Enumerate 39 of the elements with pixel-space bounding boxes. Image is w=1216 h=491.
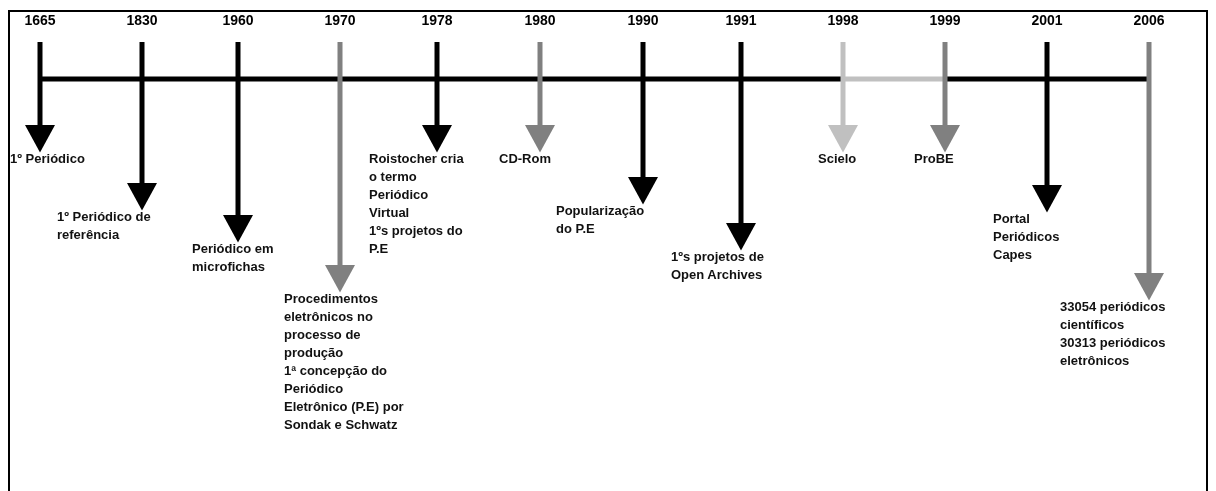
arrow [1134,42,1164,301]
event-text: Roistocher cria o termo Periódico Virtual [369,150,465,222]
event-text: 30313 periódicos eletrônicos [1060,334,1167,370]
year-label: 1830 [125,12,159,28]
year-label: 2001 [1030,12,1064,28]
arrow [223,42,253,243]
arrow [628,42,658,205]
year-label: 1990 [626,12,660,28]
year-label: 1999 [928,12,962,28]
event-text: 1ª concepção do Periódico Eletrônico (P.E) por Sondak e Schwatz [284,362,405,434]
event-text: Procedimentos eletrônicos no processo de produção [284,290,379,362]
year-label: 1960 [221,12,255,28]
year-label: 1980 [523,12,557,28]
event-text: 1º Periódico de referência [57,208,152,244]
event-text: 1ºs projetos do P.E [369,222,464,258]
year-label: 1665 [23,12,57,28]
event-text: Popularização do P.E [556,202,646,238]
arrow [127,42,157,211]
event-text: CD-Rom [499,150,552,168]
arrow [726,42,756,251]
arrow [828,42,858,153]
arrow [1032,42,1062,213]
arrow [930,42,960,153]
event-text: Periódico em microfichas [192,240,275,276]
year-label: 2006 [1132,12,1166,28]
event-text: 1º Periódico [10,150,86,168]
year-label: 1978 [420,12,454,28]
event-text: ProBE [914,150,955,168]
arrow [525,42,555,153]
year-label: 1991 [724,12,758,28]
event-text: Portal Periódicos Capes [993,210,1061,264]
arrow [25,42,55,153]
year-label: 1998 [826,12,860,28]
event-text: 33054 periódicos científicos [1060,298,1167,334]
year-label: 1970 [323,12,357,28]
arrow [325,42,355,293]
event-text: Scielo [818,150,858,168]
arrow [422,42,452,153]
event-text: 1ºs projetos de Open Archives [671,248,765,284]
